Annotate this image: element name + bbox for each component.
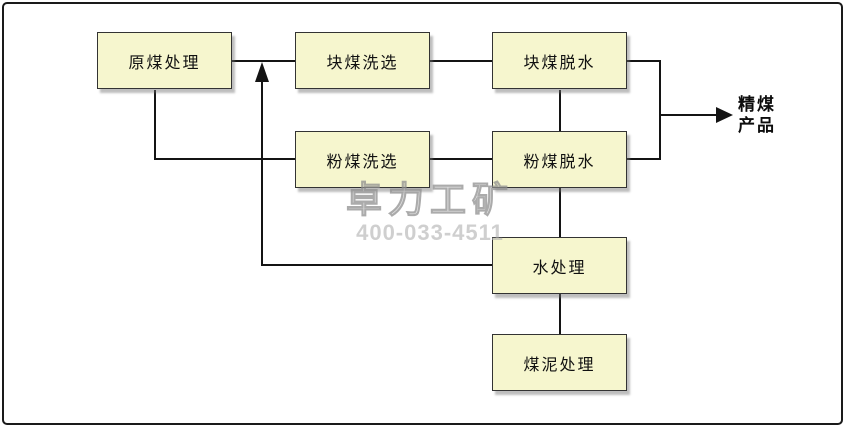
node-label: 原煤处理 (128, 54, 201, 72)
output-product-line2: 产品 (738, 116, 776, 135)
output-product-label: 精煤 产品 (738, 94, 776, 136)
node-label: 粉煤脱水 (523, 153, 596, 171)
output-product-line1: 精煤 (738, 95, 776, 114)
node-lump-coal-dewatering: 块煤脱水 (492, 32, 627, 89)
connector-dewater-collector (627, 60, 661, 160)
node-lump-coal-washing: 块煤洗选 (295, 32, 430, 89)
arrowhead-recycle-icon (255, 62, 269, 82)
node-label: 水处理 (532, 259, 587, 277)
node-fine-coal-washing: 粉煤洗选 (295, 131, 430, 188)
node-fine-coal-dewatering: 粉煤脱水 (492, 131, 627, 188)
node-label: 块煤脱水 (523, 54, 596, 72)
node-raw-coal-processing: 原煤处理 (97, 32, 232, 89)
node-label: 块煤洗选 (326, 54, 399, 72)
node-label: 煤泥处理 (523, 356, 596, 374)
arrowhead-product-icon (716, 107, 733, 123)
connector-raw-to-fine-wash (154, 90, 295, 160)
node-coal-slime-treatment: 煤泥处理 (492, 334, 627, 391)
node-water-treatment: 水处理 (492, 237, 627, 294)
node-label: 粉煤洗选 (326, 153, 399, 171)
connector-water-recycle (261, 80, 492, 266)
